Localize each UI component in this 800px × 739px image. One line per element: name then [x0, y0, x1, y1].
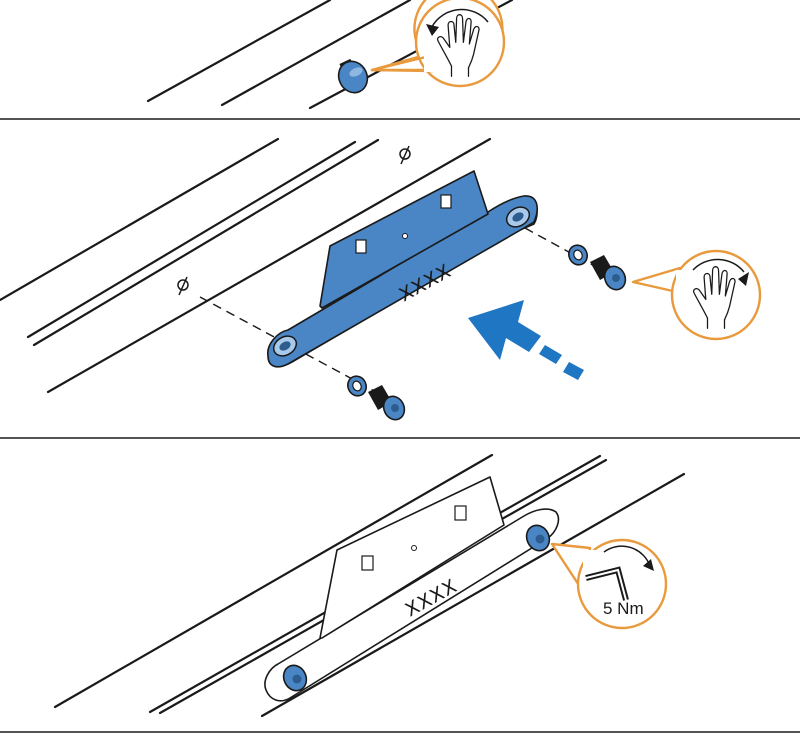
bolt — [368, 385, 406, 421]
bolt — [282, 664, 308, 692]
rotate-cw-icon — [603, 545, 654, 571]
panel-remove-plug — [0, 0, 800, 120]
mounting-hole-marker — [177, 276, 189, 296]
panel-tighten-bolts: XXXX 5 Nm — [0, 453, 800, 733]
rail-edge — [53, 453, 494, 709]
rail-edge — [220, 0, 412, 107]
alignment-line — [524, 227, 599, 269]
bracket-part: XXXX — [267, 170, 538, 368]
washer — [568, 244, 588, 266]
alignment-line — [199, 296, 381, 395]
torque-value: 5 Nm — [603, 599, 644, 618]
rail-edge — [260, 472, 686, 718]
rail-edge — [146, 0, 332, 103]
mounting-hole-marker — [399, 145, 411, 165]
rail-edge — [32, 138, 380, 347]
insert-arrow-icon — [468, 300, 584, 380]
bolt — [525, 524, 551, 552]
rail-edge — [0, 137, 280, 302]
panel-mount-bracket: XXXX — [0, 137, 800, 439]
rail-edge — [26, 140, 357, 339]
hand-rotate-cw-icon — [631, 249, 762, 341]
bracket-part-installed: XXXX — [264, 476, 560, 702]
hex-key-icon — [585, 566, 629, 601]
plug-cap — [337, 58, 369, 94]
washer — [347, 375, 367, 397]
torque-callout: 5 Nm — [550, 538, 668, 630]
bolt — [590, 255, 627, 291]
hand-rotate-ccw-icon — [370, 0, 506, 88]
rail-edge — [46, 137, 492, 394]
